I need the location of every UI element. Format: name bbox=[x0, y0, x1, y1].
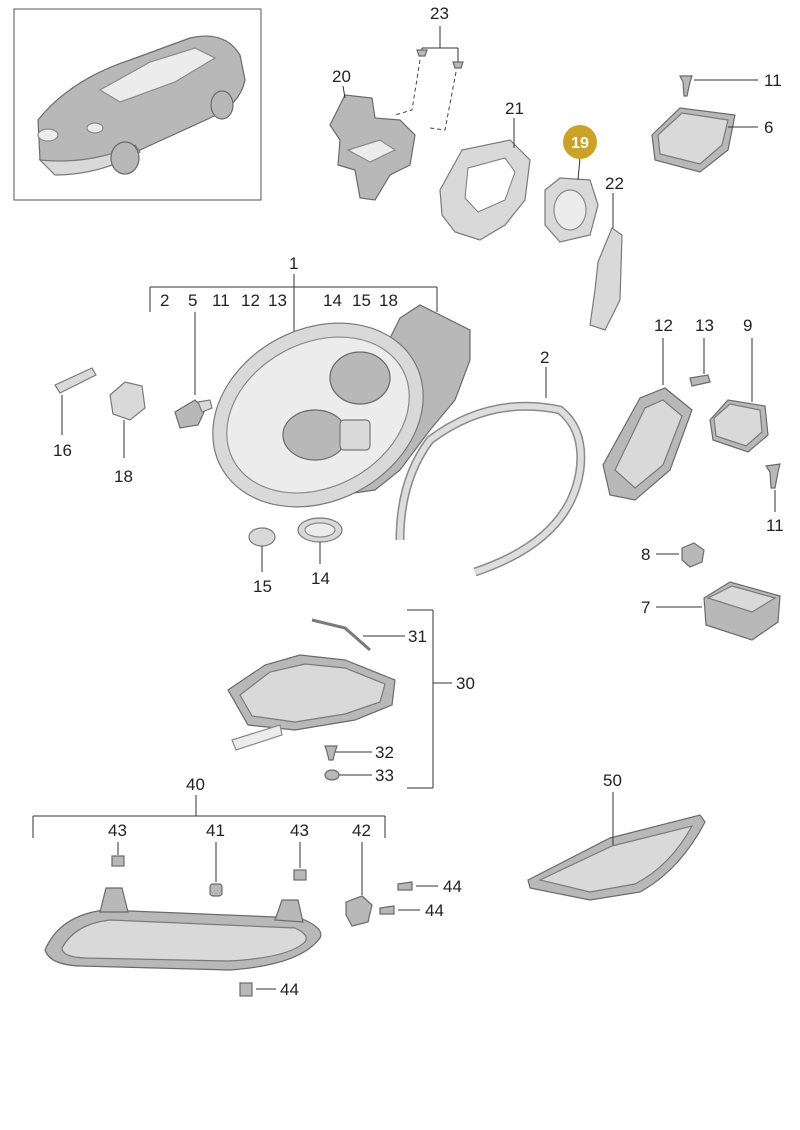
part-15-cap: 15 bbox=[248, 527, 276, 596]
label-11-right: 11 bbox=[766, 516, 784, 535]
group1-item: 15 bbox=[352, 291, 371, 310]
label-12: 12 bbox=[654, 316, 673, 335]
group1-item: 12 bbox=[241, 291, 260, 310]
label-43-left: 43 bbox=[108, 821, 127, 840]
label-44-b: 44 bbox=[425, 901, 444, 920]
label-44-a: 44 bbox=[443, 877, 462, 896]
label-7: 7 bbox=[641, 598, 650, 617]
group-40-bracket: 40 43 41 43 42 bbox=[32, 775, 386, 927]
label-18: 18 bbox=[114, 467, 133, 486]
label-40: 40 bbox=[186, 775, 205, 794]
part-14-cover: 14 bbox=[297, 517, 343, 588]
part-20-bracket: 20 bbox=[329, 67, 416, 201]
label-21: 21 bbox=[505, 99, 524, 118]
part-13-screw: 13 bbox=[689, 316, 714, 387]
label-15: 15 bbox=[253, 577, 272, 596]
part-11-screw-right: 11 bbox=[764, 463, 784, 535]
group1-item: 11 bbox=[212, 291, 230, 310]
group-30-assembly: 31 30 32 33 bbox=[227, 609, 475, 789]
part-7-control-box: 7 bbox=[641, 581, 781, 641]
label-42: 42 bbox=[352, 821, 371, 840]
label-20: 20 bbox=[332, 67, 351, 86]
group1-item: 18 bbox=[379, 291, 398, 310]
label-44-c: 44 bbox=[280, 980, 299, 999]
part-19-module: 19 bbox=[544, 125, 599, 243]
label-30: 30 bbox=[456, 674, 475, 693]
group1-item: 2 bbox=[160, 291, 169, 310]
part-8-nut: 8 bbox=[641, 542, 705, 568]
group1-item: 13 bbox=[268, 291, 287, 310]
part-18-holder: 18 bbox=[109, 381, 146, 486]
part-16-tool: 16 bbox=[53, 367, 97, 460]
part-9-module: 9 bbox=[709, 316, 769, 453]
label-22: 22 bbox=[605, 174, 624, 193]
label-16: 16 bbox=[53, 441, 72, 460]
part-40-light bbox=[44, 887, 322, 971]
car-thumbnail bbox=[13, 8, 262, 201]
part-23-screws: 23 bbox=[394, 4, 464, 131]
part-44-screws: 44 44 44 bbox=[239, 877, 462, 999]
part-1-headlight bbox=[212, 304, 471, 508]
part-6-control-unit: 6 bbox=[651, 107, 773, 173]
label-41: 41 bbox=[206, 821, 225, 840]
label-2: 2 bbox=[540, 348, 549, 367]
label-8: 8 bbox=[641, 545, 650, 564]
label-1: 1 bbox=[289, 254, 298, 273]
part-21-frame: 21 bbox=[439, 99, 531, 241]
part-22-strip: 22 bbox=[589, 174, 624, 331]
label-13: 13 bbox=[695, 316, 714, 335]
highlight-badge[interactable] bbox=[563, 125, 597, 159]
label-19: 19 bbox=[571, 135, 589, 152]
label-43-right: 43 bbox=[290, 821, 309, 840]
label-9: 9 bbox=[743, 316, 752, 335]
group-1-bracket: 1 2 5 11 12 13 13 14 15 18 30 bbox=[149, 254, 438, 345]
part-12-ballast: 12 bbox=[602, 316, 693, 501]
label-33: 33 bbox=[375, 766, 394, 785]
label-11-top: 11 bbox=[764, 71, 782, 90]
part-50-reflector: 50 bbox=[527, 771, 706, 901]
group1-item: 14 bbox=[323, 291, 342, 310]
label-6: 6 bbox=[764, 118, 773, 137]
group1-item: 5 bbox=[188, 291, 197, 310]
label-50: 50 bbox=[603, 771, 622, 790]
label-32: 32 bbox=[375, 743, 394, 762]
label-14: 14 bbox=[311, 569, 330, 588]
label-31: 31 bbox=[408, 627, 427, 646]
part-11-screw-top: 11 bbox=[679, 71, 782, 97]
label-23: 23 bbox=[430, 4, 449, 23]
part-5-bulb bbox=[174, 312, 213, 429]
part-2-gasket: 2 bbox=[395, 348, 586, 577]
